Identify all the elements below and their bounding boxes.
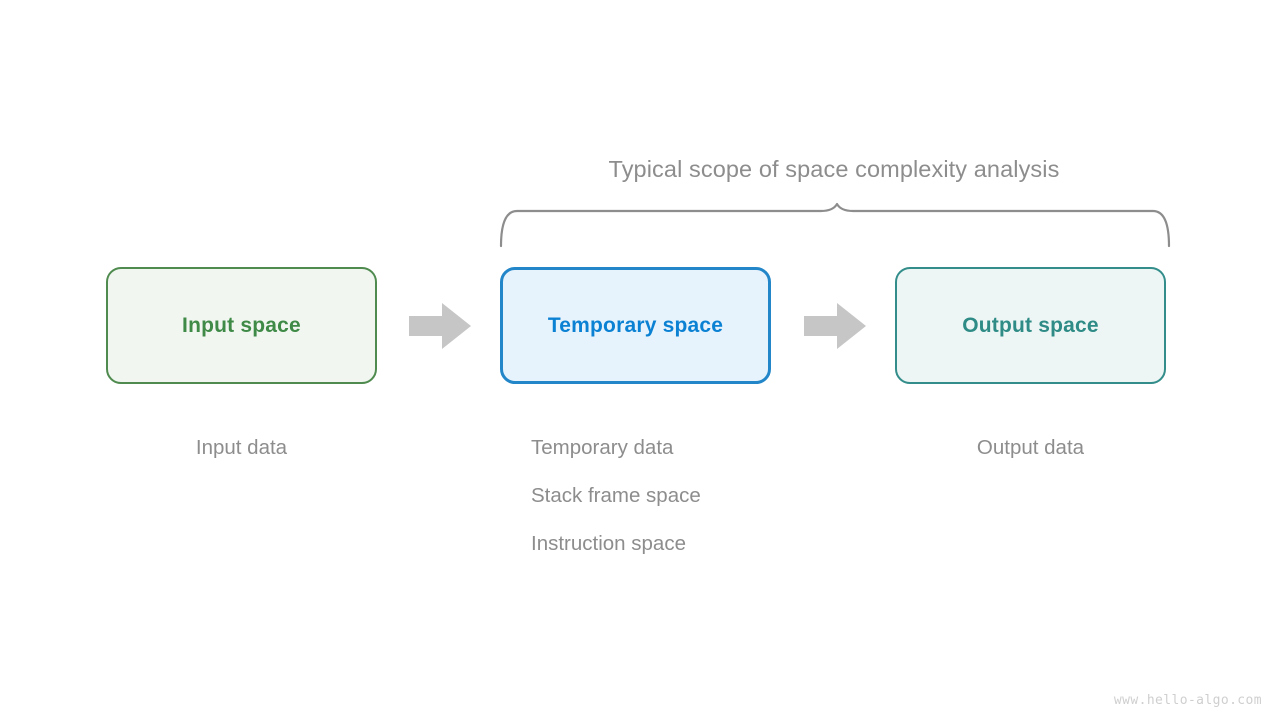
right-arrow-icon	[804, 303, 866, 349]
output-space-box: Output space	[895, 267, 1166, 384]
watermark: www.hello-algo.com	[1113, 693, 1262, 708]
output-space-label: Output space	[962, 313, 1099, 337]
caption-instruction-space: Instruction space	[531, 532, 686, 555]
temporary-captions: Temporary data Stack frame space Instruc…	[500, 424, 771, 568]
input-space-box: Input space	[106, 267, 377, 384]
output-captions: Output data	[895, 424, 1166, 472]
right-arrow-icon	[409, 303, 471, 349]
input-space-label: Input space	[182, 313, 301, 337]
curly-brace-icon	[499, 202, 1171, 248]
caption-output-data: Output data	[976, 436, 1085, 459]
temporary-space-box: Temporary space	[500, 267, 771, 384]
caption-temporary-data: Temporary data	[531, 436, 674, 459]
temporary-space-label: Temporary space	[547, 313, 724, 337]
scope-caption: Typical scope of space complexity analys…	[608, 156, 1060, 182]
caption-input-data: Input data	[195, 436, 288, 459]
caption-stack-frame-space: Stack frame space	[531, 484, 701, 507]
input-captions: Input data	[106, 424, 377, 472]
